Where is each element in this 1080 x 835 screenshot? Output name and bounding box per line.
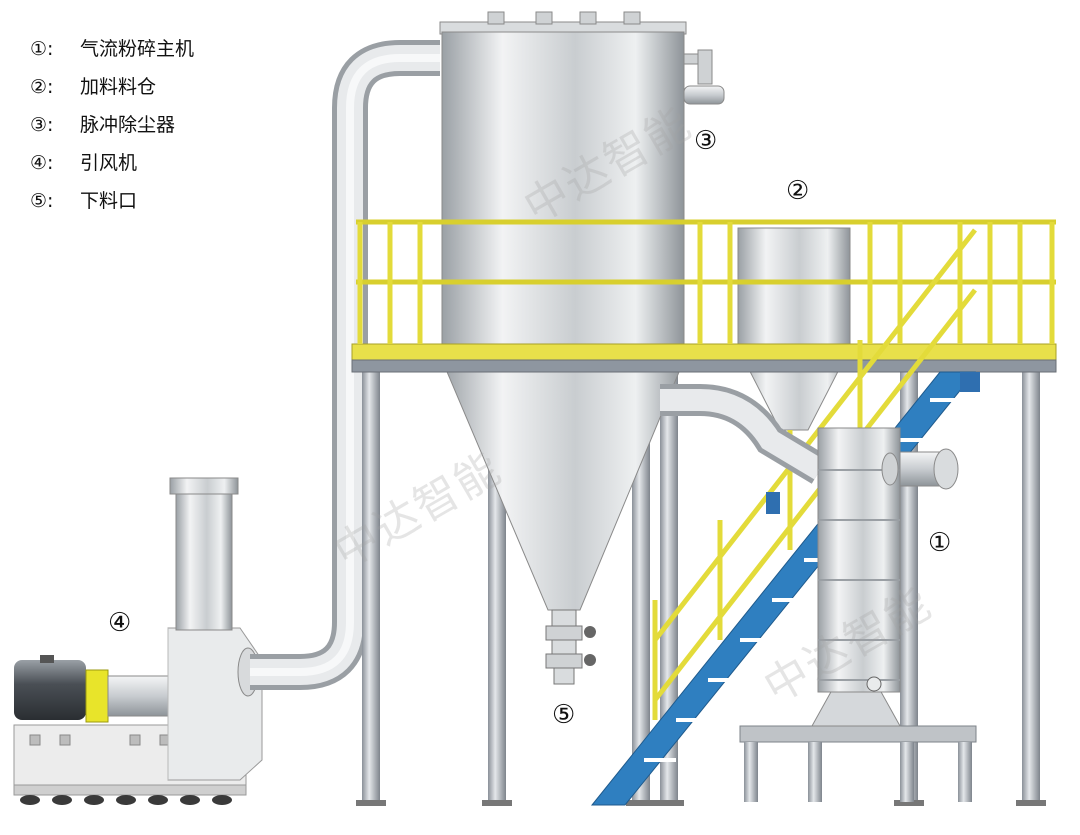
feed-hopper [737,227,851,431]
legend-label: 气流粉碎主机 [80,38,195,60]
legend-item: ②: 加料料仓 [30,68,194,106]
legend: ①: 气流粉碎主机 ②: 加料料仓 ③: 脉冲除尘器 ④: 引风机 ⑤: 下料口 [30,30,194,220]
fan-exhaust-stack [175,489,233,631]
pulse-dust-collector [439,11,725,685]
legend-item: ③: 脉冲除尘器 [30,106,194,144]
callout-jet-mill: ① [928,528,952,558]
jet-mill-main-unit [739,372,980,802]
legend-number: ④: [30,152,54,174]
fan-motor [14,660,86,720]
callout-discharge: ⑤ [552,700,576,730]
fan-coupling [85,669,109,723]
legend-label: 脉冲除尘器 [80,114,176,136]
collector-body [441,31,685,361]
discharge-outlet [551,609,577,627]
legend-label: 加料料仓 [80,76,157,98]
legend-item: ⑤: 下料口 [30,182,194,220]
legend-label: 下料口 [80,190,138,212]
callout-draft-fan: ④ [108,608,132,638]
legend-number: ①: [30,38,54,60]
legend-number: ③: [30,114,54,136]
legend-label: 引风机 [80,152,138,174]
legend-number: ⑤: [30,190,54,212]
callout-dust-collector: ③ [694,126,718,156]
induced-draft-fan [13,477,263,805]
callout-feed-hopper: ② [786,176,810,206]
legend-item: ④: 引风机 [30,144,194,182]
legend-number: ②: [30,76,54,98]
legend-item: ①: 气流粉碎主机 [30,30,194,68]
fan-base-feet [20,795,232,805]
